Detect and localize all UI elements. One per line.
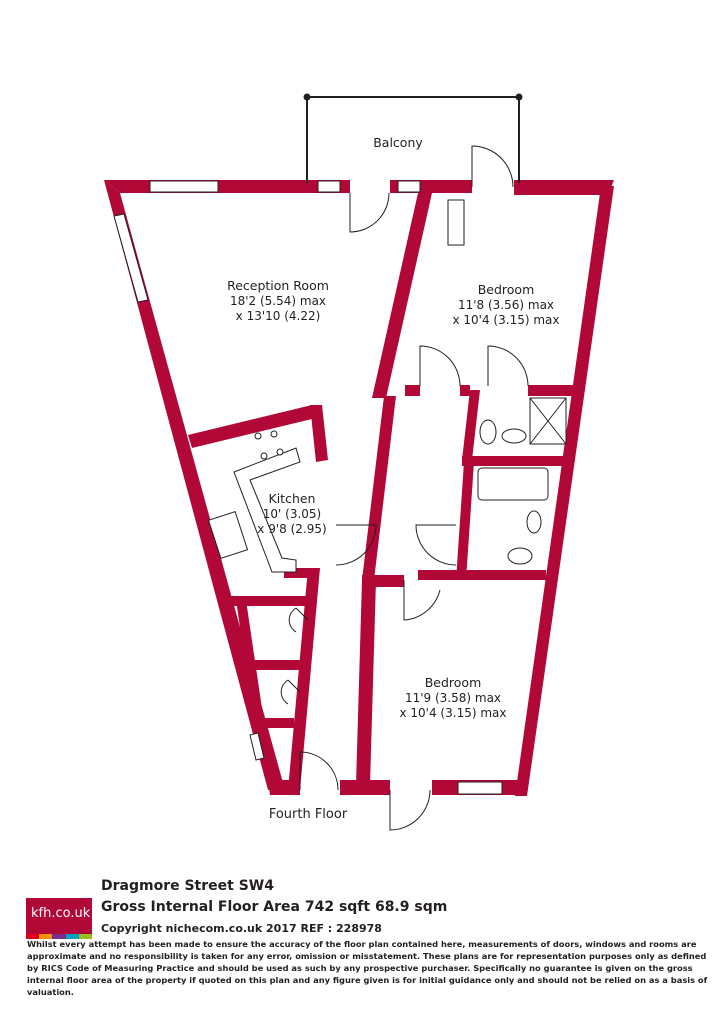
outer-wall-top-left — [104, 180, 350, 193]
bedroom1-dim2: x 10'4 (3.15) max — [453, 313, 560, 327]
logo-bar — [39, 934, 53, 939]
wall-corridor-right — [362, 396, 396, 580]
door-bathroom — [415, 524, 457, 566]
kitchen-name: Kitchen — [269, 491, 316, 506]
doors — [280, 145, 529, 831]
fixtures — [207, 397, 567, 573]
wall-reception-bedroom — [372, 193, 432, 398]
kitchen-dim2: x 9'8 (2.95) — [257, 522, 326, 536]
wall-ensuite-bottom — [462, 456, 565, 466]
door-cupboard-2 — [280, 679, 301, 705]
toilet-icon — [507, 547, 533, 565]
door-cupboard-1 — [288, 607, 309, 633]
door-entrance — [299, 751, 339, 791]
copyright: Copyright nichecom.co.uk 2017 REF : 2289… — [101, 922, 382, 935]
basin-icon — [501, 428, 527, 444]
outer-wall-right — [515, 186, 614, 796]
hob-ring-icon — [260, 452, 268, 460]
wall-bath-bottom — [418, 570, 546, 580]
bedroom2-name: Bedroom — [425, 675, 482, 690]
floor-area: Gross Internal Floor Area 742 sqft 68.9 … — [101, 899, 448, 915]
logo-bar — [26, 934, 40, 939]
bedroom1-name: Bedroom — [478, 282, 535, 297]
bedroom1-dim1: 11'8 (3.56) max — [458, 298, 554, 312]
kitchen-counter — [233, 447, 301, 573]
reception-room-dim1: 18'2 (5.54) max — [230, 294, 326, 308]
wardrobe-door — [447, 199, 465, 246]
wall-ensuite-left — [462, 390, 480, 460]
hob-ring-icon — [276, 448, 284, 456]
wall-ensuite-top — [528, 385, 575, 396]
reception-room-name: Reception Room — [227, 278, 329, 293]
outer-wall-top-right — [514, 180, 614, 195]
hob-ring-icon — [254, 432, 262, 440]
wall-cupboard-right — [288, 568, 320, 790]
kitchen-dim1: 10' (3.05) — [263, 507, 321, 521]
wall-cupboard-3 — [258, 718, 294, 728]
floor-plan: Balcony Reception Room 18'2 (5.54) max x… — [104, 93, 614, 831]
wall-bathroom-top — [460, 385, 470, 396]
door-bedroom1-balcony — [471, 145, 514, 188]
door-bedroom1 — [419, 345, 461, 387]
basin-icon — [526, 510, 542, 534]
balcony-label: Balcony — [373, 135, 423, 150]
wall-kitchen-right-stub — [310, 405, 328, 462]
door-front-right — [389, 789, 431, 831]
wall-bedroom1-bottom — [405, 385, 420, 396]
wall-bath-left — [456, 462, 474, 580]
door-kitchen — [335, 524, 377, 566]
toilet-icon — [479, 419, 497, 445]
floor-label: Fourth Floor — [269, 807, 348, 822]
kfh-logo[interactable]: kfh.co.uk — [26, 898, 93, 939]
bath-icon — [477, 467, 549, 501]
logo-bar — [52, 934, 66, 939]
hob-ring-icon — [270, 430, 278, 438]
reception-room-dim2: x 13'10 (4.22) — [236, 309, 321, 323]
sink-icon — [207, 511, 249, 559]
balcony-frame — [303, 93, 523, 183]
logo-bar — [78, 934, 93, 939]
logo-text: kfh.co.uk — [31, 906, 91, 921]
door-bedroom2 — [403, 580, 441, 621]
wall-bedroom2-left — [356, 580, 376, 785]
logo-bar — [65, 934, 79, 939]
disclaimer: Whilst every attempt has been made to en… — [27, 939, 708, 997]
outer-wall-left — [104, 180, 285, 790]
wall-cupboard-inner — [236, 600, 264, 722]
property-address: Dragmore Street SW4 — [101, 878, 274, 894]
bedroom2-dim1: 11'9 (3.58) max — [405, 691, 501, 705]
door-reception-balcony — [349, 192, 390, 233]
wall-kitchen-top — [188, 405, 316, 448]
door-ensuite — [487, 345, 529, 387]
logo-color-bars — [26, 934, 93, 939]
walls — [104, 180, 614, 796]
outer-wall-bottom-right — [340, 780, 390, 795]
windows — [113, 180, 503, 795]
bedroom2-dim2: x 10'4 (3.15) max — [400, 706, 507, 720]
